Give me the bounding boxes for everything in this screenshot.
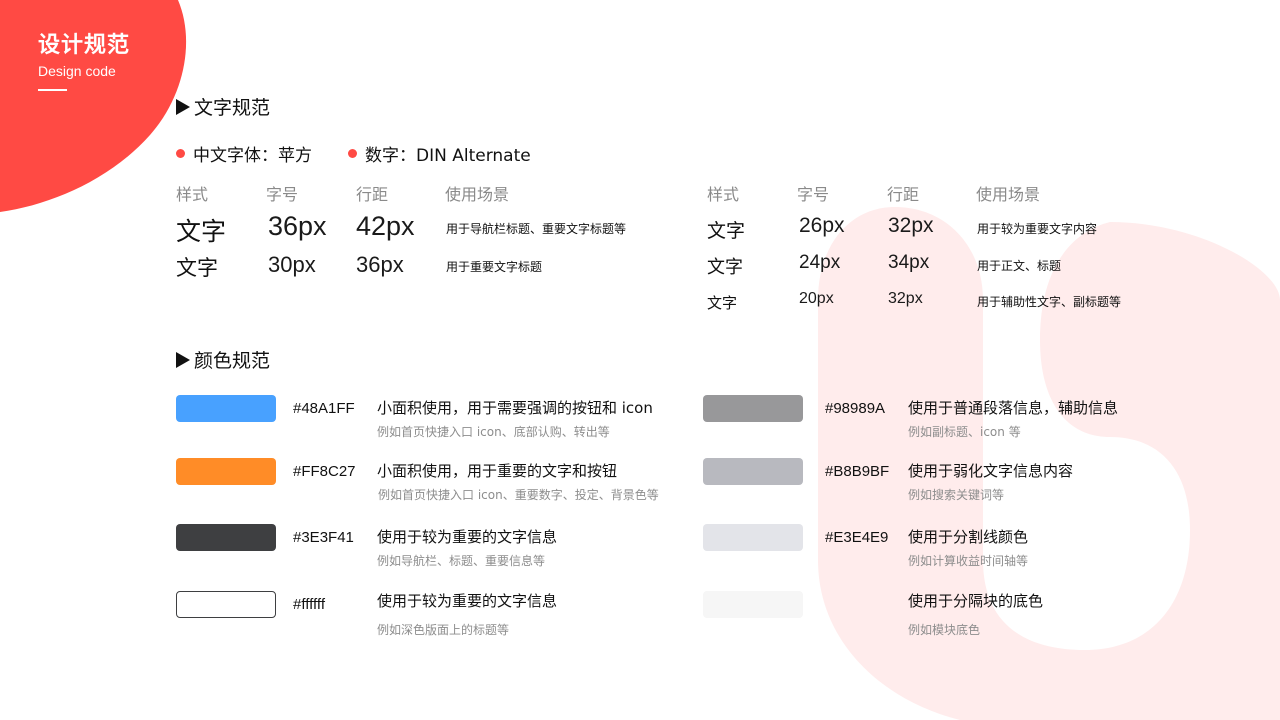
red-dot-icon	[176, 149, 185, 158]
color-description: 使用于分割线颜色	[908, 528, 1029, 546]
red-dot-icon	[348, 149, 357, 158]
typography-title-text: 文字规范	[194, 97, 271, 119]
type-usage: 用于辅助性文字、副标题等	[977, 295, 1122, 309]
color-row: #B8B9BF 使用于弱化文字信息内容 例如搜索关键词等	[703, 458, 1223, 508]
brand-header: 设计规范 Design code	[38, 32, 130, 91]
color-row: 使用于分隔块的底色 例如模块底色	[703, 591, 1223, 641]
color-note: 例如首页快捷入口 icon、重要数字、投定、背景色等	[378, 488, 659, 502]
type-usage: 用于重要文字标题	[446, 260, 543, 274]
color-description: 使用于普通段落信息，辅助信息	[908, 399, 1119, 417]
type-usage: 用于较为重要文字内容	[977, 222, 1098, 236]
type-line-height: 32px	[888, 214, 934, 237]
type-sample: 文字	[176, 256, 218, 280]
color-description: 使用于弱化文字信息内容	[908, 462, 1074, 480]
color-note: 例如计算收益时间轴等	[908, 554, 1029, 568]
header-size: 字号	[266, 185, 299, 204]
header-line-height: 行距	[356, 185, 389, 204]
type-size: 24px	[799, 252, 841, 273]
brand-underline	[38, 89, 67, 91]
color-swatch-block-bg	[703, 591, 803, 618]
type-line-height: 32px	[888, 290, 923, 307]
font-item-label: 中文字体：苹方	[193, 146, 312, 166]
color-hex: #E3E4E9	[825, 529, 889, 546]
color-row: #48A1FF 小面积使用，用于需要强调的按钮和 icon 例如首页快捷入口 i…	[176, 395, 696, 445]
color-hex: #FF8C27	[293, 463, 356, 480]
color-note: 例如副标题、icon 等	[908, 425, 1021, 439]
color-row: #3E3F41 使用于较为重要的文字信息 例如导航栏、标题、重要信息等	[176, 524, 696, 574]
type-usage: 用于正文、标题	[977, 259, 1062, 273]
triangle-bullet-icon	[176, 351, 190, 368]
type-sample: 文字	[707, 257, 743, 278]
type-line-height: 42px	[356, 211, 415, 241]
type-line-height: 34px	[888, 252, 930, 273]
color-description: 小面积使用，用于重要的文字和按钮	[377, 462, 618, 480]
header-style: 样式	[707, 185, 740, 204]
type-size: 26px	[799, 214, 845, 237]
color-note: 例如深色版面上的标题等	[377, 623, 510, 637]
header-usage: 使用场景	[445, 185, 510, 204]
color-row: #FF8C27 小面积使用，用于重要的文字和按钮 例如首页快捷入口 icon、重…	[176, 458, 696, 508]
color-swatch-gray	[703, 395, 803, 422]
color-note: 例如导航栏、标题、重要信息等	[377, 554, 546, 568]
type-sample: 文字	[707, 294, 738, 312]
color-swatch-divider-gray	[703, 524, 803, 551]
color-row: #E3E4E9 使用于分割线颜色 例如计算收益时间轴等	[703, 524, 1223, 574]
type-line-height: 36px	[356, 252, 404, 277]
color-hex: #B8B9BF	[825, 463, 890, 480]
color-swatch-blue	[176, 395, 276, 422]
type-size: 36px	[268, 211, 327, 241]
type-size: 20px	[799, 290, 834, 307]
type-sample: 文字	[707, 220, 746, 242]
typography-section-title: 文字规范	[176, 93, 270, 120]
color-hex: #48A1FF	[293, 400, 355, 417]
color-section-title: 颜色规范	[176, 346, 270, 373]
font-info: 中文字体：苹方 数字：DIN Alternate	[176, 141, 567, 166]
brand-subtitle: Design code	[38, 63, 116, 79]
header-line-height: 行距	[887, 185, 920, 204]
color-description: 使用于分隔块的底色	[908, 592, 1044, 610]
color-row: #ffffff 使用于较为重要的文字信息 例如深色版面上的标题等	[176, 591, 696, 641]
type-sample: 文字	[176, 217, 227, 246]
color-description: 使用于较为重要的文字信息	[377, 528, 558, 546]
font-item-chinese: 中文字体：苹方	[176, 141, 312, 166]
type-size: 30px	[268, 252, 316, 277]
font-item-numeric: 数字：DIN Alternate	[348, 141, 531, 166]
color-hex: #3E3F41	[293, 529, 354, 546]
color-swatch-orange	[176, 458, 276, 485]
color-swatch-light-gray	[703, 458, 803, 485]
color-hex: #ffffff	[293, 596, 325, 613]
color-description: 小面积使用，用于需要强调的按钮和 icon	[377, 399, 653, 417]
color-description: 使用于较为重要的文字信息	[377, 592, 558, 610]
header-size: 字号	[797, 185, 830, 204]
header-style: 样式	[176, 185, 209, 204]
type-usage: 用于导航栏标题、重要文字标题等	[446, 222, 627, 236]
color-swatch-white	[176, 591, 276, 618]
color-swatch-dark-gray	[176, 524, 276, 551]
brand-title: 设计规范	[38, 33, 131, 58]
color-title-text: 颜色规范	[194, 350, 271, 372]
color-note: 例如模块底色	[908, 623, 981, 637]
color-note: 例如搜索关键词等	[908, 488, 1005, 502]
color-hex: #98989A	[825, 400, 886, 417]
triangle-bullet-icon	[176, 98, 190, 115]
color-note: 例如首页快捷入口 icon、底部认购、转出等	[377, 425, 610, 439]
header-usage: 使用场景	[976, 185, 1041, 204]
font-item-label: 数字：DIN Alternate	[365, 146, 531, 166]
color-row: #98989A 使用于普通段落信息，辅助信息 例如副标题、icon 等	[703, 395, 1223, 445]
